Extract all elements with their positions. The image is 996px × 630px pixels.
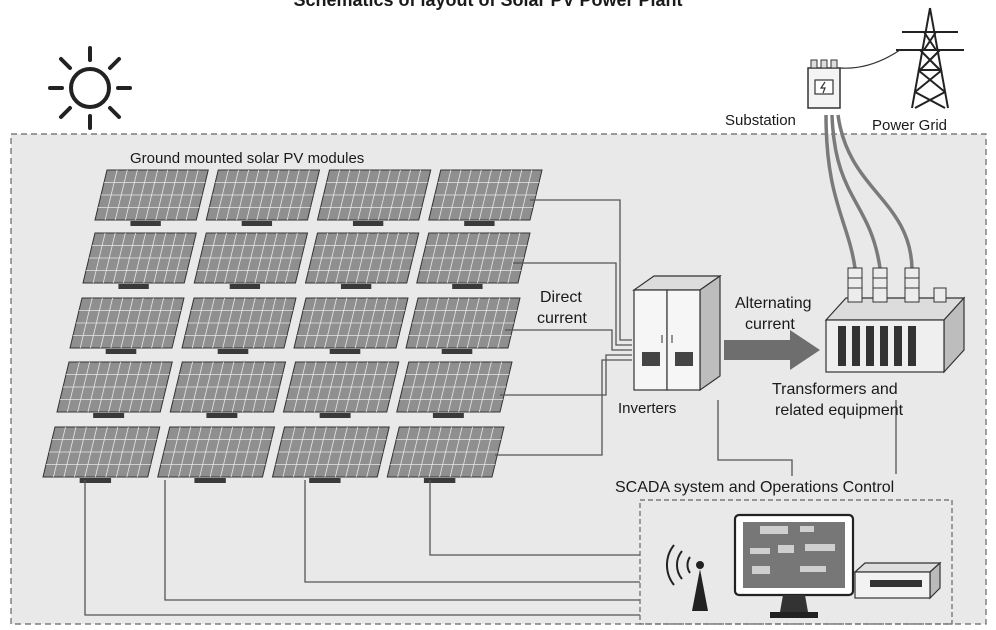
transformer-icon: [824, 267, 966, 374]
solar-panel: [94, 169, 209, 226]
solar-panel: [396, 361, 513, 418]
solar-panel: [69, 297, 185, 354]
solar-panel: [181, 297, 297, 354]
solar-panel: [205, 169, 321, 226]
dc-label-line2: current: [537, 310, 587, 327]
solar-panel: [304, 232, 420, 289]
solar-panel: [282, 361, 400, 418]
transmission-tower-icon: [896, 7, 964, 109]
antenna-icon: [665, 544, 708, 611]
dc-label-line1: Direct: [540, 289, 582, 306]
transformers-label-line1: Transformers and: [772, 381, 898, 398]
solar-panel: [193, 232, 309, 289]
sun-icon: [48, 46, 132, 130]
diagram-title: Schematics of layout of Solar PV Power P…: [293, 0, 682, 10]
ac-label-line2: current: [745, 316, 795, 333]
inverters-label: Inverters: [618, 400, 676, 417]
solar-panel: [169, 361, 287, 418]
server-box-icon: [853, 561, 942, 600]
solar-panel: [386, 426, 505, 483]
substation-icon: [807, 59, 841, 109]
ac-label-line1: Alternating: [735, 295, 812, 312]
solar-panel-array: [42, 169, 543, 483]
power-grid-label: Power Grid: [872, 117, 947, 134]
substation-grid-link: [839, 49, 901, 69]
solar-panel: [56, 361, 173, 418]
ac-arrow: [724, 330, 820, 370]
transformers-label-line2: related equipment: [775, 402, 904, 419]
dc-wiring: [84, 199, 897, 616]
scada-boundary: [639, 499, 953, 625]
monitor-icon: [733, 513, 855, 618]
inverters-icon: [632, 274, 722, 392]
modules-label: Ground mounted solar PV modules: [130, 150, 364, 167]
substation-label: Substation: [725, 112, 796, 129]
solar-panel: [293, 297, 409, 354]
scada-label: SCADA system and Operations Control: [615, 479, 894, 496]
solar-panel: [157, 426, 276, 483]
solar-panel: [42, 426, 161, 483]
solar-panel: [428, 169, 543, 226]
solar-panel: [416, 232, 531, 289]
hv-cables: [824, 114, 914, 269]
solar-panel: [316, 169, 432, 226]
solar-panel: [405, 297, 521, 354]
solar-panel: [82, 232, 197, 289]
solar-panel: [271, 426, 390, 483]
